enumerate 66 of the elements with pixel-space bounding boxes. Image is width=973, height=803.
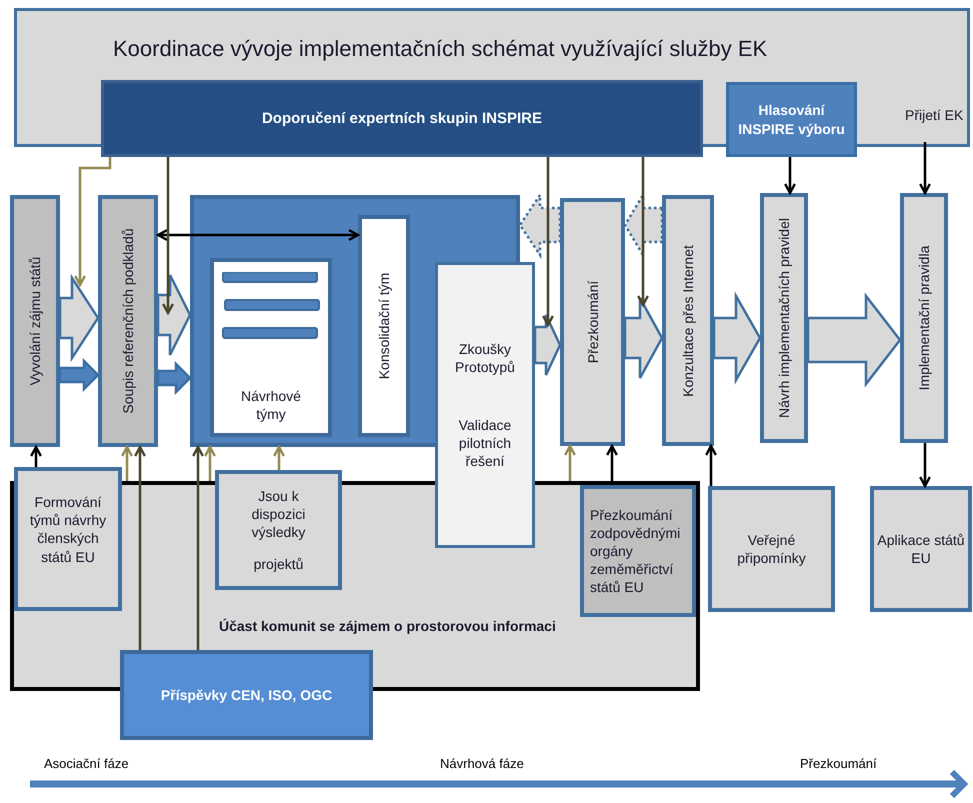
node-label: Aplikace států EU — [876, 530, 966, 568]
arrow — [74, 157, 112, 286]
test-card — [435, 262, 535, 548]
node-label: Zkoušky Prototypů — [454, 340, 516, 376]
node-label: Soupis referenčních podkladů — [118, 228, 137, 414]
arrow — [542, 157, 554, 326]
arrow — [784, 157, 796, 194]
phase-label: Přezkoumání — [800, 756, 877, 771]
block-arrow — [534, 314, 562, 376]
node-label: Jsou k dispozici výsledky — [250, 486, 306, 542]
arrow — [134, 446, 146, 650]
node-label: Přezkoumání — [583, 280, 602, 364]
arrow — [919, 142, 931, 194]
info-box — [215, 470, 342, 590]
process-column — [358, 215, 410, 437]
arrow — [919, 443, 931, 488]
node-label: Implementační pravidla — [914, 246, 933, 390]
arrow — [30, 446, 42, 467]
info-box — [870, 486, 972, 612]
process-column — [900, 193, 948, 443]
info-box — [14, 467, 122, 611]
arrow — [121, 446, 133, 481]
node-label: Návrh implementačních pravidel — [774, 218, 793, 418]
arrow — [637, 157, 649, 306]
node-label: Validace pilotních řešení — [458, 416, 512, 470]
node-label: Přezkoumání zodpovědnými orgány zeměměřictví států EU — [590, 506, 682, 596]
phase-label: Asociační fáze — [44, 756, 129, 771]
node-label: Veřejné připomínky — [736, 530, 807, 568]
arrow — [705, 444, 717, 486]
arrow — [192, 446, 204, 650]
node-label: projektů — [254, 555, 304, 574]
process-column — [560, 198, 625, 446]
process-column — [10, 195, 60, 447]
vote-box — [726, 82, 857, 157]
node-label: Koordinace vývoje implementačních schémat využívající služby EK — [113, 35, 768, 63]
node-label: Formování týmů návrhy členských států EU — [28, 493, 108, 566]
node-label: Hlasování INSPIRE výboru — [737, 101, 846, 138]
process-column — [662, 195, 714, 446]
double-arrow — [156, 229, 360, 241]
node-label: Konzultace přes Internet — [678, 244, 697, 396]
arrow — [273, 446, 285, 470]
block-arrow — [58, 358, 100, 392]
team-card — [210, 258, 332, 437]
node-label: Příspěvky CEN, ISO, OGC — [160, 686, 332, 704]
text-label: Přijetí EK — [905, 88, 970, 142]
block-arrow — [712, 291, 762, 385]
node-label: Vyvolání zájmu států — [26, 256, 44, 386]
contribution-box — [120, 650, 373, 740]
info-box — [708, 486, 835, 612]
node-label: Konsolidační tým — [374, 272, 393, 380]
process-column — [760, 193, 808, 443]
block-arrow — [58, 274, 100, 362]
block-arrow — [156, 360, 192, 396]
node-label: Účast komunit se zájmem o prostorovou informaci — [219, 616, 556, 635]
node-label: Doporučení expertních skupin INSPIRE — [262, 108, 542, 128]
arrow — [564, 444, 576, 481]
arrow — [204, 446, 216, 481]
node-label: Návrhové týmy — [240, 386, 302, 423]
phase-label: Návrhová fáze — [440, 756, 524, 771]
process-column — [98, 195, 158, 447]
arrow — [162, 157, 174, 314]
recommendation-bar — [101, 80, 703, 157]
block-arrow — [156, 274, 192, 356]
info-box — [580, 485, 696, 617]
block-arrow — [806, 292, 902, 388]
block-arrow — [624, 296, 664, 380]
